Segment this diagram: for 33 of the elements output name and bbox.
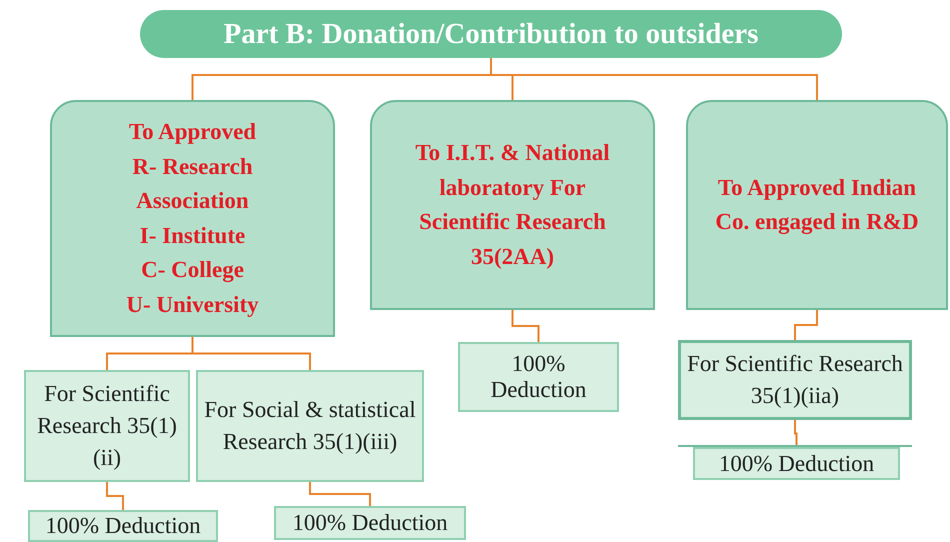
- node-text: To I.I.T. & National laboratory For Scientific Research 35(2AA): [414, 139, 611, 271]
- node-text: I- Institute: [140, 222, 246, 250]
- node-text: For Social & statistical Research 35(1)(iii): [203, 396, 417, 456]
- deduction-box: [693, 447, 900, 480]
- section-box: [24, 370, 190, 482]
- connector-line: [106, 482, 124, 510]
- node-text: For Scientific Research 35(1)(ii): [36, 380, 178, 472]
- deduction-box: [274, 506, 466, 540]
- connector-line: [794, 310, 818, 340]
- node-text: 100% Deduction: [718, 450, 874, 476]
- category-box: [50, 100, 335, 337]
- section-box: [678, 340, 912, 420]
- node-text: To Approved Indian Co. engaged in R&D: [714, 174, 920, 236]
- node-text: 100% Deduction: [45, 513, 201, 539]
- connector-line: [512, 310, 540, 342]
- title-banner: [140, 10, 842, 58]
- connector-line: [490, 58, 818, 100]
- section-box: [196, 370, 424, 482]
- category-box: [686, 100, 948, 310]
- node-text: Part B: Donation/Contribution to outsiders: [224, 18, 758, 50]
- connector-line: [794, 420, 798, 447]
- category-box: [370, 100, 655, 310]
- connector-line: [309, 482, 371, 506]
- deduction-box: [28, 510, 218, 542]
- deduction-box: [458, 342, 619, 412]
- node-text: U- University: [126, 290, 259, 319]
- node-text: 100% Deduction: [490, 351, 588, 403]
- node-text: C- College: [141, 256, 244, 284]
- node-text: To Approved: [128, 118, 256, 146]
- node-text: 100% Deduction: [292, 510, 448, 536]
- node-text: R- Research Association: [131, 152, 254, 215]
- node-text: For Scientific Research 35(1)(iia): [686, 350, 904, 410]
- connector-line: [192, 337, 311, 370]
